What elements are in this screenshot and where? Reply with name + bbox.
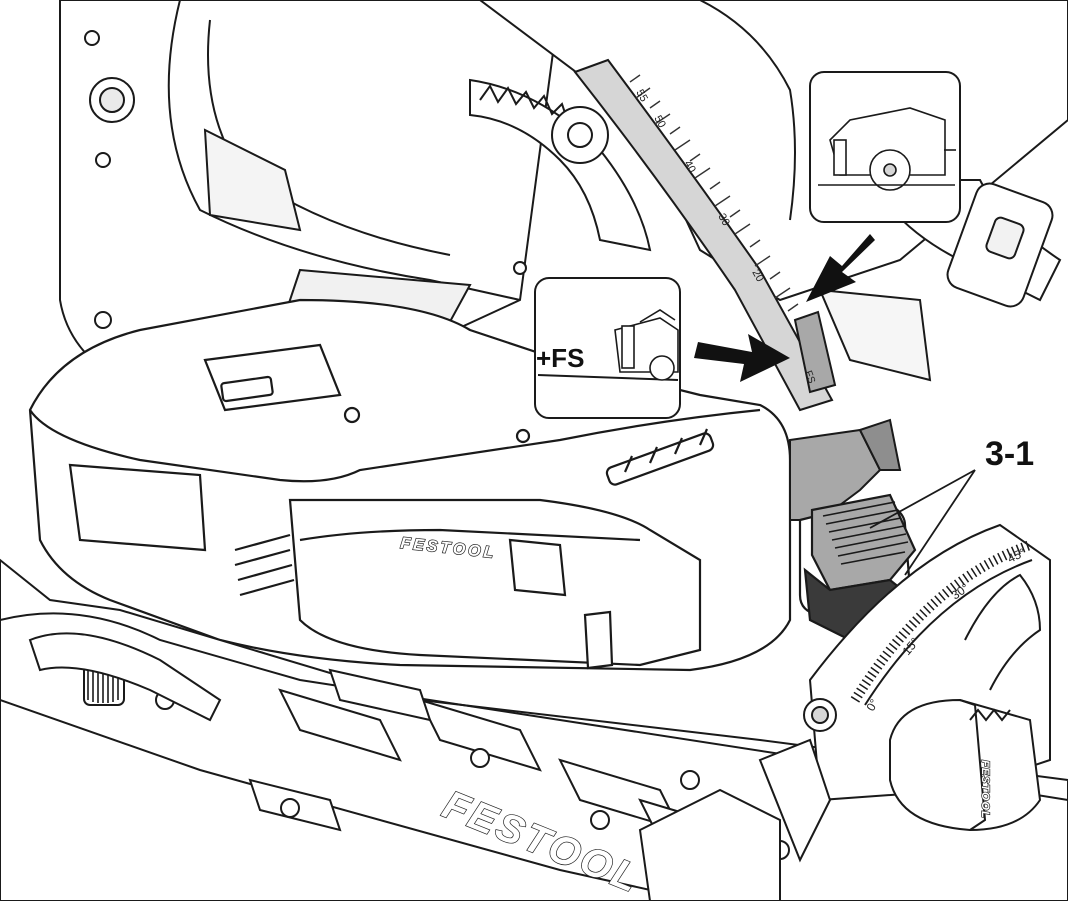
arrow-to-depth-stop [806, 234, 875, 302]
front-support [638, 738, 832, 901]
arrow-to-fs-stop [694, 334, 790, 382]
bevel-segment [803, 523, 1051, 832]
arrows [694, 234, 875, 382]
depth-mark-50: 50 [651, 114, 668, 131]
inset-saw-icon [809, 71, 961, 223]
depth-mark-20: 20 [749, 268, 766, 285]
part-number-label: 3-1 [985, 435, 1034, 473]
bevel-lever [789, 418, 902, 521]
inset-fs-rail: +FS [534, 277, 681, 419]
fs-label: +FS [536, 343, 584, 373]
depth-scale: 55 50 40 30 20 FS [573, 58, 837, 412]
depth-mark-55: 55 [633, 88, 650, 105]
depth-mark-30: 30 [715, 212, 732, 229]
depth-mark-40: 40 [681, 159, 698, 176]
part-3-1-callout: 3-1 [869, 435, 1034, 576]
depth-fs-mark: FS [802, 369, 817, 385]
knob-festool-logo: FESTOOL [979, 760, 991, 819]
saw-blade [469, 78, 652, 252]
